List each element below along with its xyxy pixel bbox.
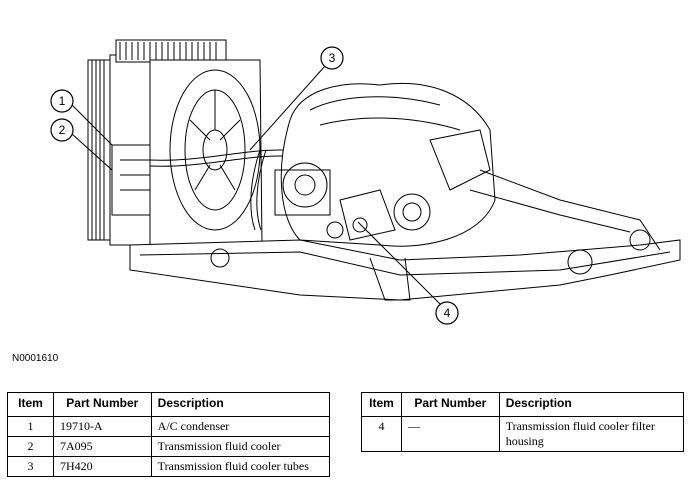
figure-code: N0001610 [12, 353, 59, 364]
header-part-number: Part Number [400, 392, 500, 417]
part-number-cell: 7H420 [52, 456, 152, 477]
item-cell: 4 [361, 416, 402, 452]
svg-text:4: 4 [444, 306, 451, 320]
callout-4: 4 [435, 301, 459, 325]
table-row: 1 19710-A A/C condenser [7, 416, 331, 437]
parts-table-right: Item Part Number Description 4 — Transmi… [361, 392, 685, 452]
description-cell: A/C condenser [150, 416, 331, 437]
item-cell: 2 [7, 436, 54, 457]
description-cell: Transmission fluid cooler [150, 436, 331, 457]
part-number-cell: — [400, 416, 500, 452]
svg-text:3: 3 [329, 51, 336, 65]
callout-2: 2 [50, 118, 74, 142]
parts-table-left: Item Part Number Description 1 19710-A A… [7, 392, 331, 477]
header-part-number: Part Number [52, 392, 152, 417]
table-row: 3 7H420 Transmission fluid cooler tubes [7, 456, 331, 477]
description-cell: Transmission fluid cooler tubes [150, 456, 331, 477]
header-item: Item [7, 392, 54, 417]
engine-block [274, 82, 496, 247]
item-cell: 1 [7, 416, 54, 437]
callout-3: 3 [320, 46, 344, 70]
fan-shroud [149, 59, 263, 251]
header-description: Description [150, 392, 331, 417]
callout-1: 1 [50, 89, 74, 113]
header-item: Item [361, 392, 402, 417]
svg-text:1: 1 [59, 94, 66, 108]
description-cell: Transmission fluid cooler filter housing [498, 416, 685, 452]
table-row: 4 — Transmission fluid cooler filter hou… [361, 416, 685, 452]
header-description: Description [498, 392, 685, 417]
item-cell: 3 [7, 456, 54, 477]
part-number-cell: 19710-A [52, 416, 152, 437]
part-number-cell: 7A095 [52, 436, 152, 457]
engine-cooler-illustration: 1 2 3 4 [50, 39, 681, 325]
table-row: 2 7A095 Transmission fluid cooler [7, 436, 331, 457]
svg-text:2: 2 [59, 123, 66, 137]
subframe [129, 169, 681, 301]
